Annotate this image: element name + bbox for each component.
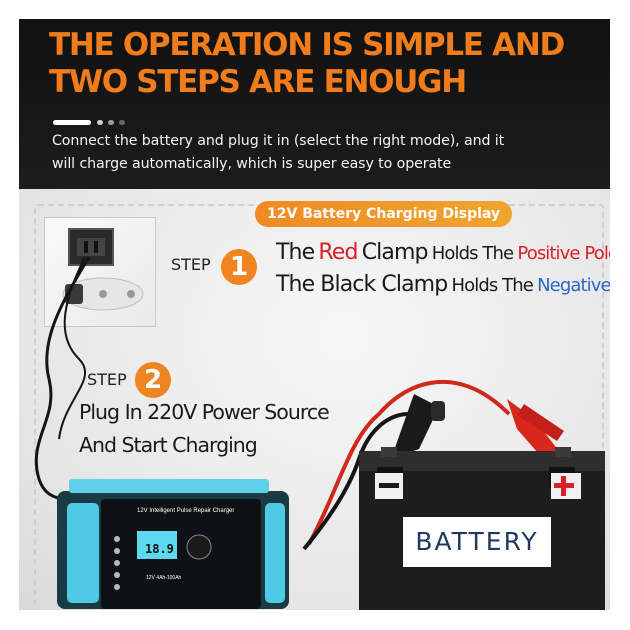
- illustration: [34, 256, 605, 610]
- subtitle-line-1: Connect the battery and plug it in (sele…: [52, 133, 505, 149]
- step-1-line-1: The Red Clamp Holds The Positive Pole: [276, 240, 610, 265]
- battery-body: [359, 447, 605, 610]
- headline-line-2: TWO STEPS ARE ENOUGH: [49, 64, 467, 100]
- wall-socket: [44, 217, 156, 327]
- charger-title: 12V Intelligent Pulse Repair Charger: [137, 508, 235, 514]
- step-1-line-2: The Black Clamp Holds The Negative Pole: [276, 272, 610, 297]
- step-2-label: STEP: [87, 370, 127, 389]
- step-1-number: 1: [221, 249, 257, 285]
- battery-label: BATTERY: [403, 517, 551, 567]
- step-2-line-1: Plug In 220V Power Source: [79, 400, 330, 424]
- charger-lcd-reading: 18.9: [145, 542, 174, 556]
- headline-line-1: THE OPERATION IS SIMPLE AND: [49, 27, 565, 63]
- step-1-label: STEP: [171, 255, 211, 274]
- step-2-number: 2: [135, 362, 171, 398]
- display-badge: 12V Battery Charging Display: [255, 201, 513, 227]
- header-band: [19, 19, 610, 189]
- charger-spec: 12V 4Ah-100Ah: [146, 575, 182, 581]
- headline: THE OPERATION IS SIMPLE AND TWO STEPS AR…: [49, 27, 609, 101]
- ad-image: THE OPERATION IS SIMPLE AND TWO STEPS AR…: [19, 19, 610, 610]
- subtitle-line-2: will charge automatically, which is supe…: [52, 156, 452, 172]
- subtitle: Connect the battery and plug it in (sele…: [52, 130, 602, 176]
- step-2-line-2: And Start Charging: [79, 433, 258, 457]
- charger-device: [57, 479, 289, 609]
